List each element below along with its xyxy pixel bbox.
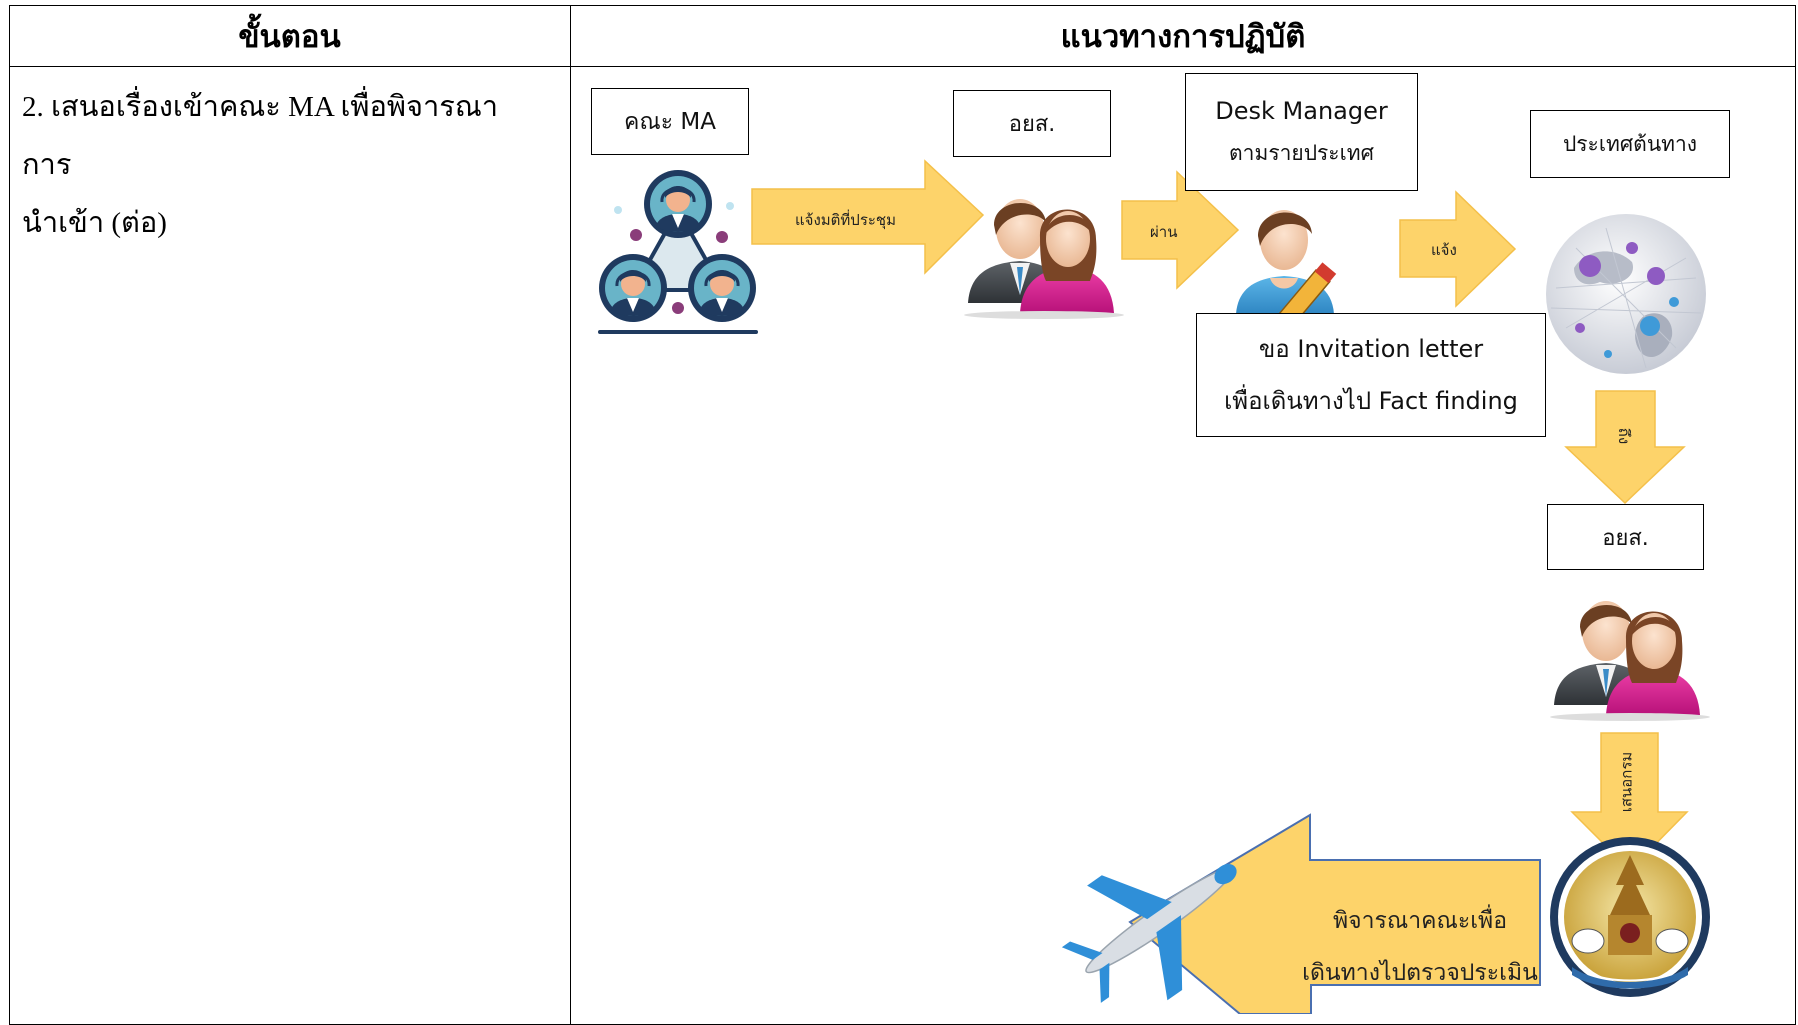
- box-ma-committee: คณะ MA: [591, 88, 749, 155]
- arrow-propose: [1570, 732, 1689, 872]
- box-origin-country: ประเทศต้นทาง: [1530, 110, 1730, 178]
- header-divider: [9, 66, 1796, 67]
- label-consider-line-2: เดินทางไปตรวจประเมิน: [1302, 960, 1538, 986]
- label-consider-line-1: พิจารณาคณะเพื่อ: [1332, 908, 1508, 934]
- label-via: ผ่าน: [1150, 223, 1178, 241]
- box-desk-manager-title: Desk Manager: [1215, 97, 1388, 125]
- box-invitation-line-1: ขอ Invitation letter: [1258, 335, 1484, 363]
- label-notify-resolution: แจ้งมติที่ประชุม: [795, 211, 897, 229]
- department-seal-icon: [1550, 837, 1710, 997]
- box-desk-manager: Desk Manager ตามรายประเทศ: [1185, 73, 1418, 191]
- arrow-via: [1121, 170, 1240, 290]
- man-woman-icon: [964, 199, 1124, 319]
- arrow-notify-resolution: [751, 159, 985, 275]
- team-icon: [597, 168, 758, 334]
- step-line-2: นำเข้า (ต่อ): [22, 207, 167, 239]
- header-step: ขั้นตอน: [238, 18, 341, 54]
- box-ayos-top: อยส.: [953, 90, 1111, 157]
- airplane-icon: [1061, 864, 1237, 1003]
- man-woman-icon-bottom: [1550, 601, 1710, 721]
- label-notify: แจ้ง: [1431, 241, 1457, 259]
- step-line-1: 2. เสนอเรื่องเข้าคณะ MA เพื่อพิจารณาการ: [22, 91, 499, 181]
- box-ma-committee-label: คณะ MA: [624, 108, 716, 135]
- header-guideline: แนวทางการปฏิบัติ: [1060, 18, 1306, 54]
- box-origin-country-label: ประเทศต้นทาง: [1562, 131, 1698, 156]
- box-ayos-bottom: อยส.: [1547, 504, 1704, 570]
- column-divider: [570, 5, 571, 1025]
- box-ayos-bottom-label: อยส.: [1602, 525, 1649, 551]
- globe-network-icon: [1546, 214, 1706, 374]
- label-to: ถึง: [1615, 427, 1634, 445]
- box-invitation-line-2: เพื่อเดินทางไป Fact finding: [1224, 387, 1518, 415]
- label-propose: เสนอกรม: [1617, 751, 1636, 813]
- arrow-to: [1564, 390, 1686, 505]
- box-invitation-letter: ขอ Invitation letter เพื่อเดินทางไป Fact…: [1196, 313, 1546, 437]
- step-description: 2. เสนอเรื่องเข้าคณะ MA เพื่อพิจารณาการ …: [22, 78, 542, 252]
- label-consider: พิจารณาคณะเพื่อ เดินทางไปตรวจประเมิน: [1302, 895, 1538, 999]
- box-ayos-top-label: อยส.: [1008, 112, 1056, 137]
- arrow-consider: [1128, 813, 1541, 1014]
- arrow-notify: [1399, 190, 1517, 308]
- box-desk-manager-subtitle: ตามรายประเทศ: [1229, 141, 1374, 165]
